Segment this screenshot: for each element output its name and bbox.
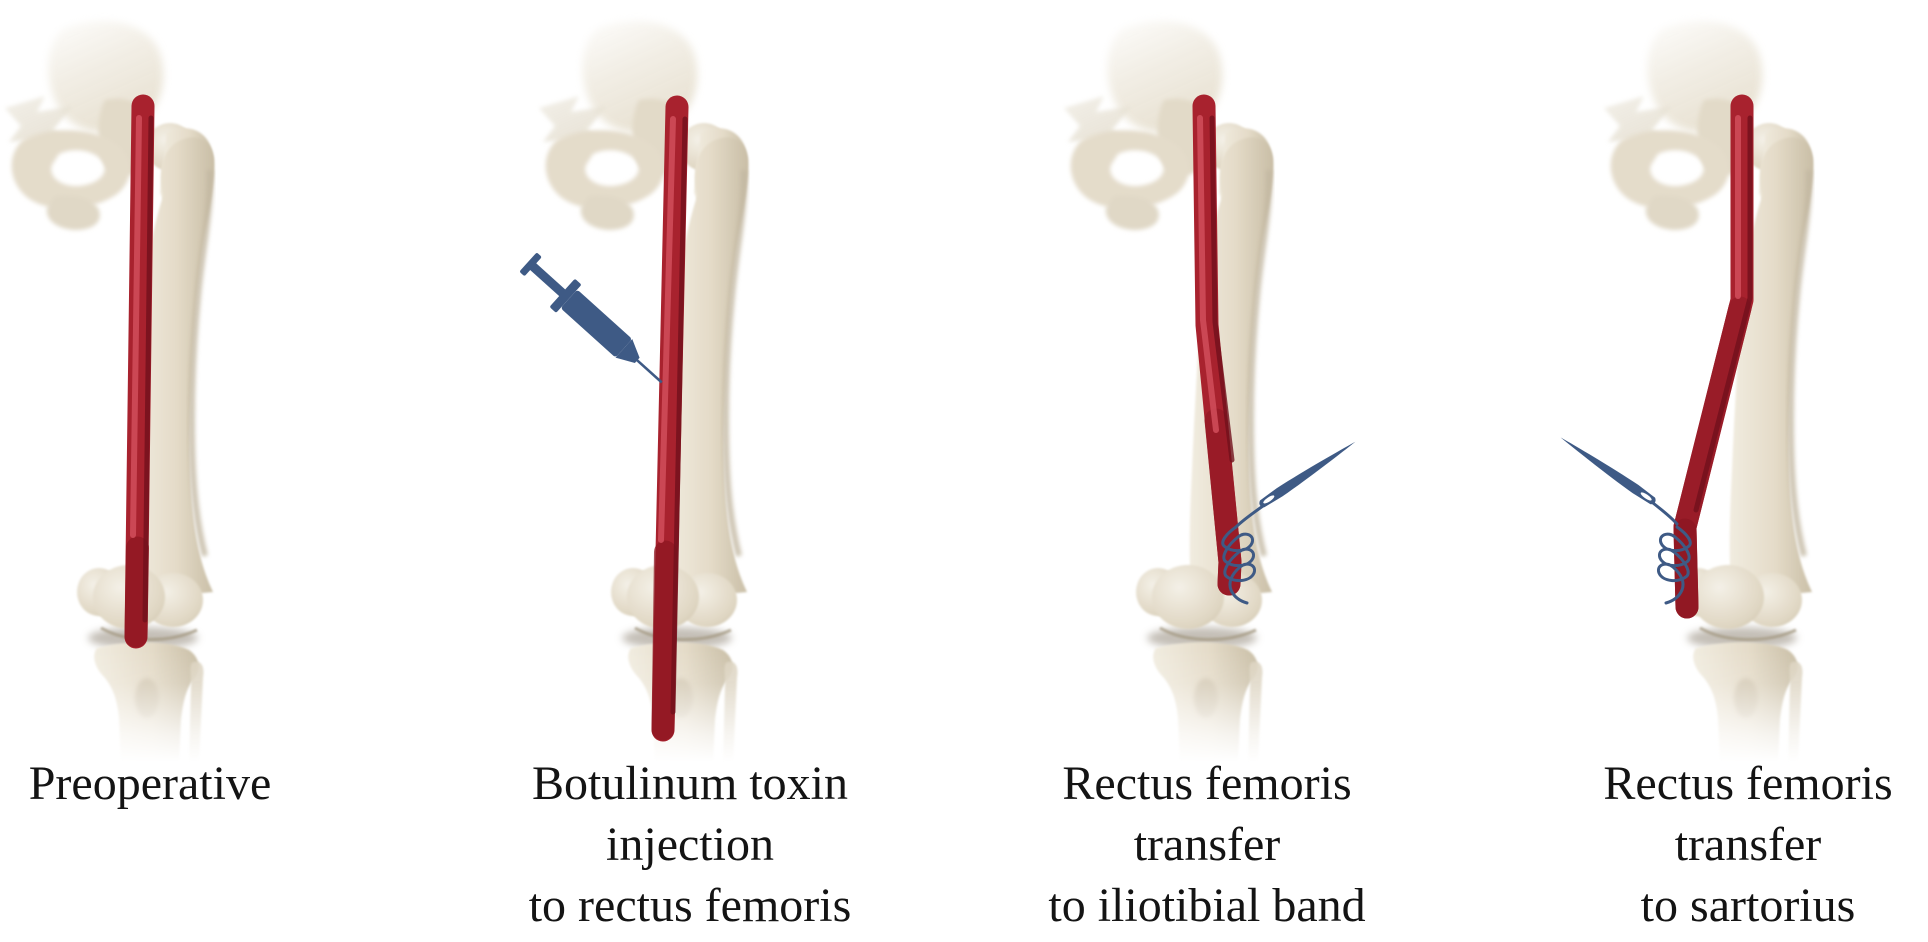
suture-thread [1221, 504, 1265, 605]
rectus-femoris-muscle [124, 94, 155, 649]
caption-transfer-iliotibial-band: Rectus femoris transfer to iliotibial ba… [1048, 753, 1365, 936]
caption-line: to iliotibial band [1048, 879, 1366, 932]
caption-line: to rectus femoris [528, 879, 852, 932]
syringe-icon [515, 247, 675, 397]
caption-line: transfer [1674, 818, 1822, 871]
caption-line: transfer [1133, 818, 1281, 871]
panel-botulinum-injection [515, 0, 964, 765]
caption-line: Botulinum toxin [531, 757, 849, 810]
caption-line: injection [606, 818, 774, 871]
suture-needle-icon [1257, 437, 1359, 510]
caption-line: Rectus femoris [1062, 757, 1352, 810]
panel-transfer-sartorius [1557, 0, 1928, 765]
caption-preoperative: Preoperative [29, 753, 272, 814]
suture-needle-icon [1557, 433, 1658, 507]
caption-line: to sartorius [1640, 879, 1856, 932]
caption-botulinum-injection: Botulinum toxin injection to rectus femo… [529, 753, 852, 936]
panel-transfer-iliotibial-band [964, 0, 1359, 765]
panel-preoperative [0, 0, 482, 765]
caption-line: Preoperative [28, 757, 272, 810]
caption-line: Rectus femoris [1603, 757, 1893, 810]
caption-transfer-sartorius: Rectus femoris transfer to sartorius [1603, 753, 1892, 936]
rectus-femoris-muscle [651, 95, 689, 742]
suture-thread [1651, 501, 1692, 605]
